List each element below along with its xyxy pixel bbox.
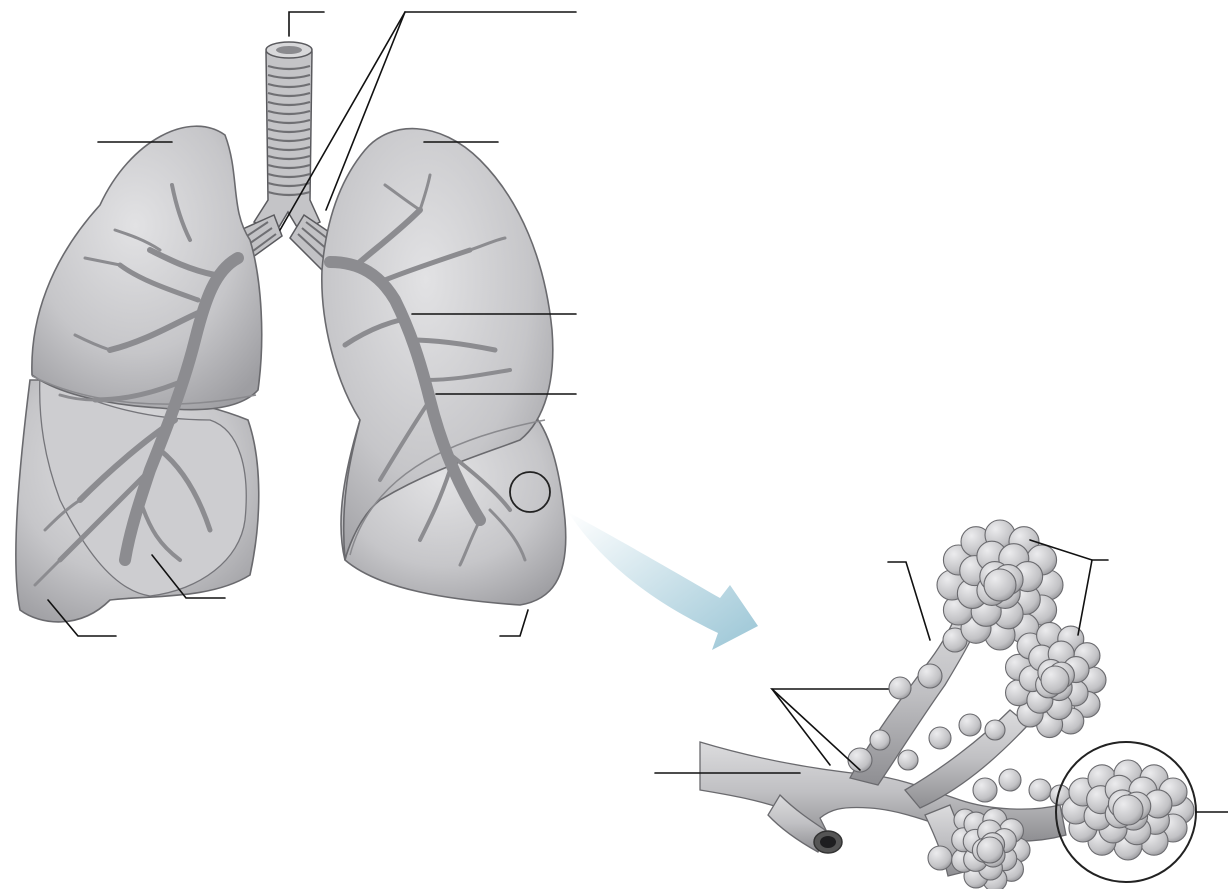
left-lung-icon	[322, 129, 566, 605]
trachea-icon	[254, 42, 320, 232]
arrow-icon	[568, 512, 758, 650]
right-lung-icon	[16, 126, 262, 622]
